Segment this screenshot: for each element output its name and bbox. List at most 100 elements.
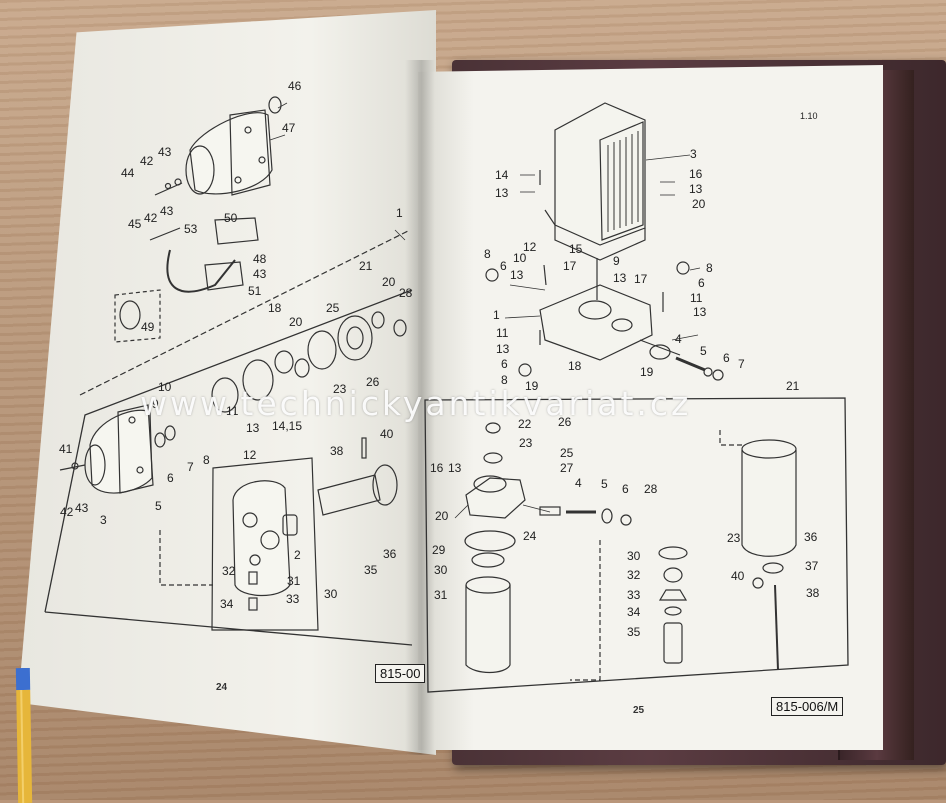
callout-label: 24	[523, 529, 537, 543]
callout-label: 5	[155, 499, 162, 513]
callout-label: 17	[563, 259, 577, 273]
callout-label: 10	[158, 380, 172, 394]
document-code-right: 815-006/M	[771, 697, 844, 716]
callout-label: 4	[675, 332, 682, 346]
callout-label: 32	[627, 568, 641, 582]
callout-label: 28	[399, 286, 413, 300]
callout-label: 16	[689, 167, 703, 181]
callout-label: 31	[434, 588, 448, 602]
callout-label: 43	[160, 204, 174, 218]
callout-label: 6	[698, 276, 705, 290]
callout-label: 15	[569, 242, 583, 256]
callout-label: 43	[75, 501, 89, 515]
callout-label: 8	[706, 261, 713, 275]
callout-label: 28	[644, 482, 658, 496]
callout-label: 46	[288, 79, 302, 93]
callout-label: 3	[100, 513, 107, 527]
page-number-left: 24	[216, 682, 228, 693]
callout-label: 1	[493, 308, 500, 322]
callout-label: 30	[324, 587, 338, 601]
callout-label: 5	[601, 477, 608, 491]
callout-label: 41	[59, 442, 73, 456]
callout-label: 36	[804, 530, 818, 544]
callout-label: 44	[121, 166, 135, 180]
callout-label: 13	[689, 182, 703, 196]
watermark: www.technickyantikvariat.cz	[140, 384, 692, 423]
callout-label: 9	[613, 254, 620, 268]
callout-label: 4	[575, 476, 582, 490]
callout-label: 40	[731, 569, 745, 583]
callout-label: 50	[224, 211, 238, 225]
callout-label: 53	[184, 222, 198, 236]
callout-label: 5	[700, 344, 707, 358]
callout-label: 38	[806, 586, 820, 600]
callout-label: 51	[248, 284, 262, 298]
callout-label: 42	[144, 211, 158, 225]
callout-label: 23	[519, 436, 533, 450]
callout-label: 33	[627, 588, 641, 602]
callout-label: 1	[396, 206, 403, 220]
book-gutter-shadow	[405, 60, 435, 755]
callout-label: 13	[496, 342, 510, 356]
callout-label: 20	[382, 275, 396, 289]
callout-label: 23	[727, 531, 741, 545]
callout-label: 13	[510, 268, 524, 282]
callout-label: 43	[253, 267, 267, 281]
callout-label: 30	[434, 563, 448, 577]
callout-label: 47	[282, 121, 296, 135]
callout-label: 13	[693, 305, 707, 319]
callout-label: 23	[333, 382, 347, 396]
callout-label: 35	[364, 563, 378, 577]
callout-label: 37	[805, 559, 819, 573]
callout-label: 6	[500, 259, 507, 273]
callout-label: 36	[383, 547, 397, 561]
callout-label: 16	[430, 461, 444, 475]
callout-label: 20	[435, 509, 449, 523]
callout-label: 13	[448, 461, 462, 475]
callout-label: 31	[287, 574, 301, 588]
callout-label: 40	[380, 427, 394, 441]
callout-label: 20	[692, 197, 706, 211]
callout-label: 49	[141, 320, 155, 334]
callout-label: 12	[523, 240, 537, 254]
callout-label: 34	[627, 605, 641, 619]
callout-label: 42	[140, 154, 154, 168]
callout-label: 27	[560, 461, 574, 475]
callout-label: 25	[560, 446, 574, 460]
callout-label: 3	[690, 147, 697, 161]
callout-label: 11	[496, 326, 509, 340]
callout-label: 26	[558, 415, 572, 429]
callout-label: 7	[187, 460, 194, 474]
callout-label: 12	[243, 448, 257, 462]
callout-label: 19	[525, 379, 539, 393]
callout-label: 10	[513, 251, 527, 265]
page-number-right: 25	[633, 705, 645, 716]
callout-label: 6	[622, 482, 629, 496]
callout-label: 6	[501, 357, 508, 371]
callout-label: 30	[627, 549, 641, 563]
callout-label: 32	[222, 564, 236, 578]
callout-label: 14,15	[272, 419, 303, 433]
callout-label: 18	[268, 301, 282, 315]
callout-label: 43	[158, 145, 172, 159]
callout-label: 11	[226, 404, 239, 418]
callout-label: 21	[359, 259, 373, 273]
callout-label: 29	[432, 543, 446, 557]
callout-label: 6	[723, 351, 730, 365]
callout-label: 35	[627, 625, 641, 639]
callout-label: 21	[786, 379, 800, 393]
callout-label: 26	[366, 375, 380, 389]
callout-label: 8	[203, 453, 210, 467]
callout-label: 13	[246, 421, 260, 435]
callout-label: 11	[690, 291, 703, 305]
callout-label: 45	[128, 217, 142, 231]
pencil-icon	[15, 667, 33, 803]
callout-label: 7	[738, 357, 745, 371]
callout-label: 14	[495, 168, 509, 182]
callout-label: 9	[152, 397, 159, 411]
callout-label: 8	[501, 373, 508, 387]
callout-label: 25	[326, 301, 340, 315]
callout-label: 20	[289, 315, 303, 329]
corner-mark: 1.10	[800, 111, 818, 121]
